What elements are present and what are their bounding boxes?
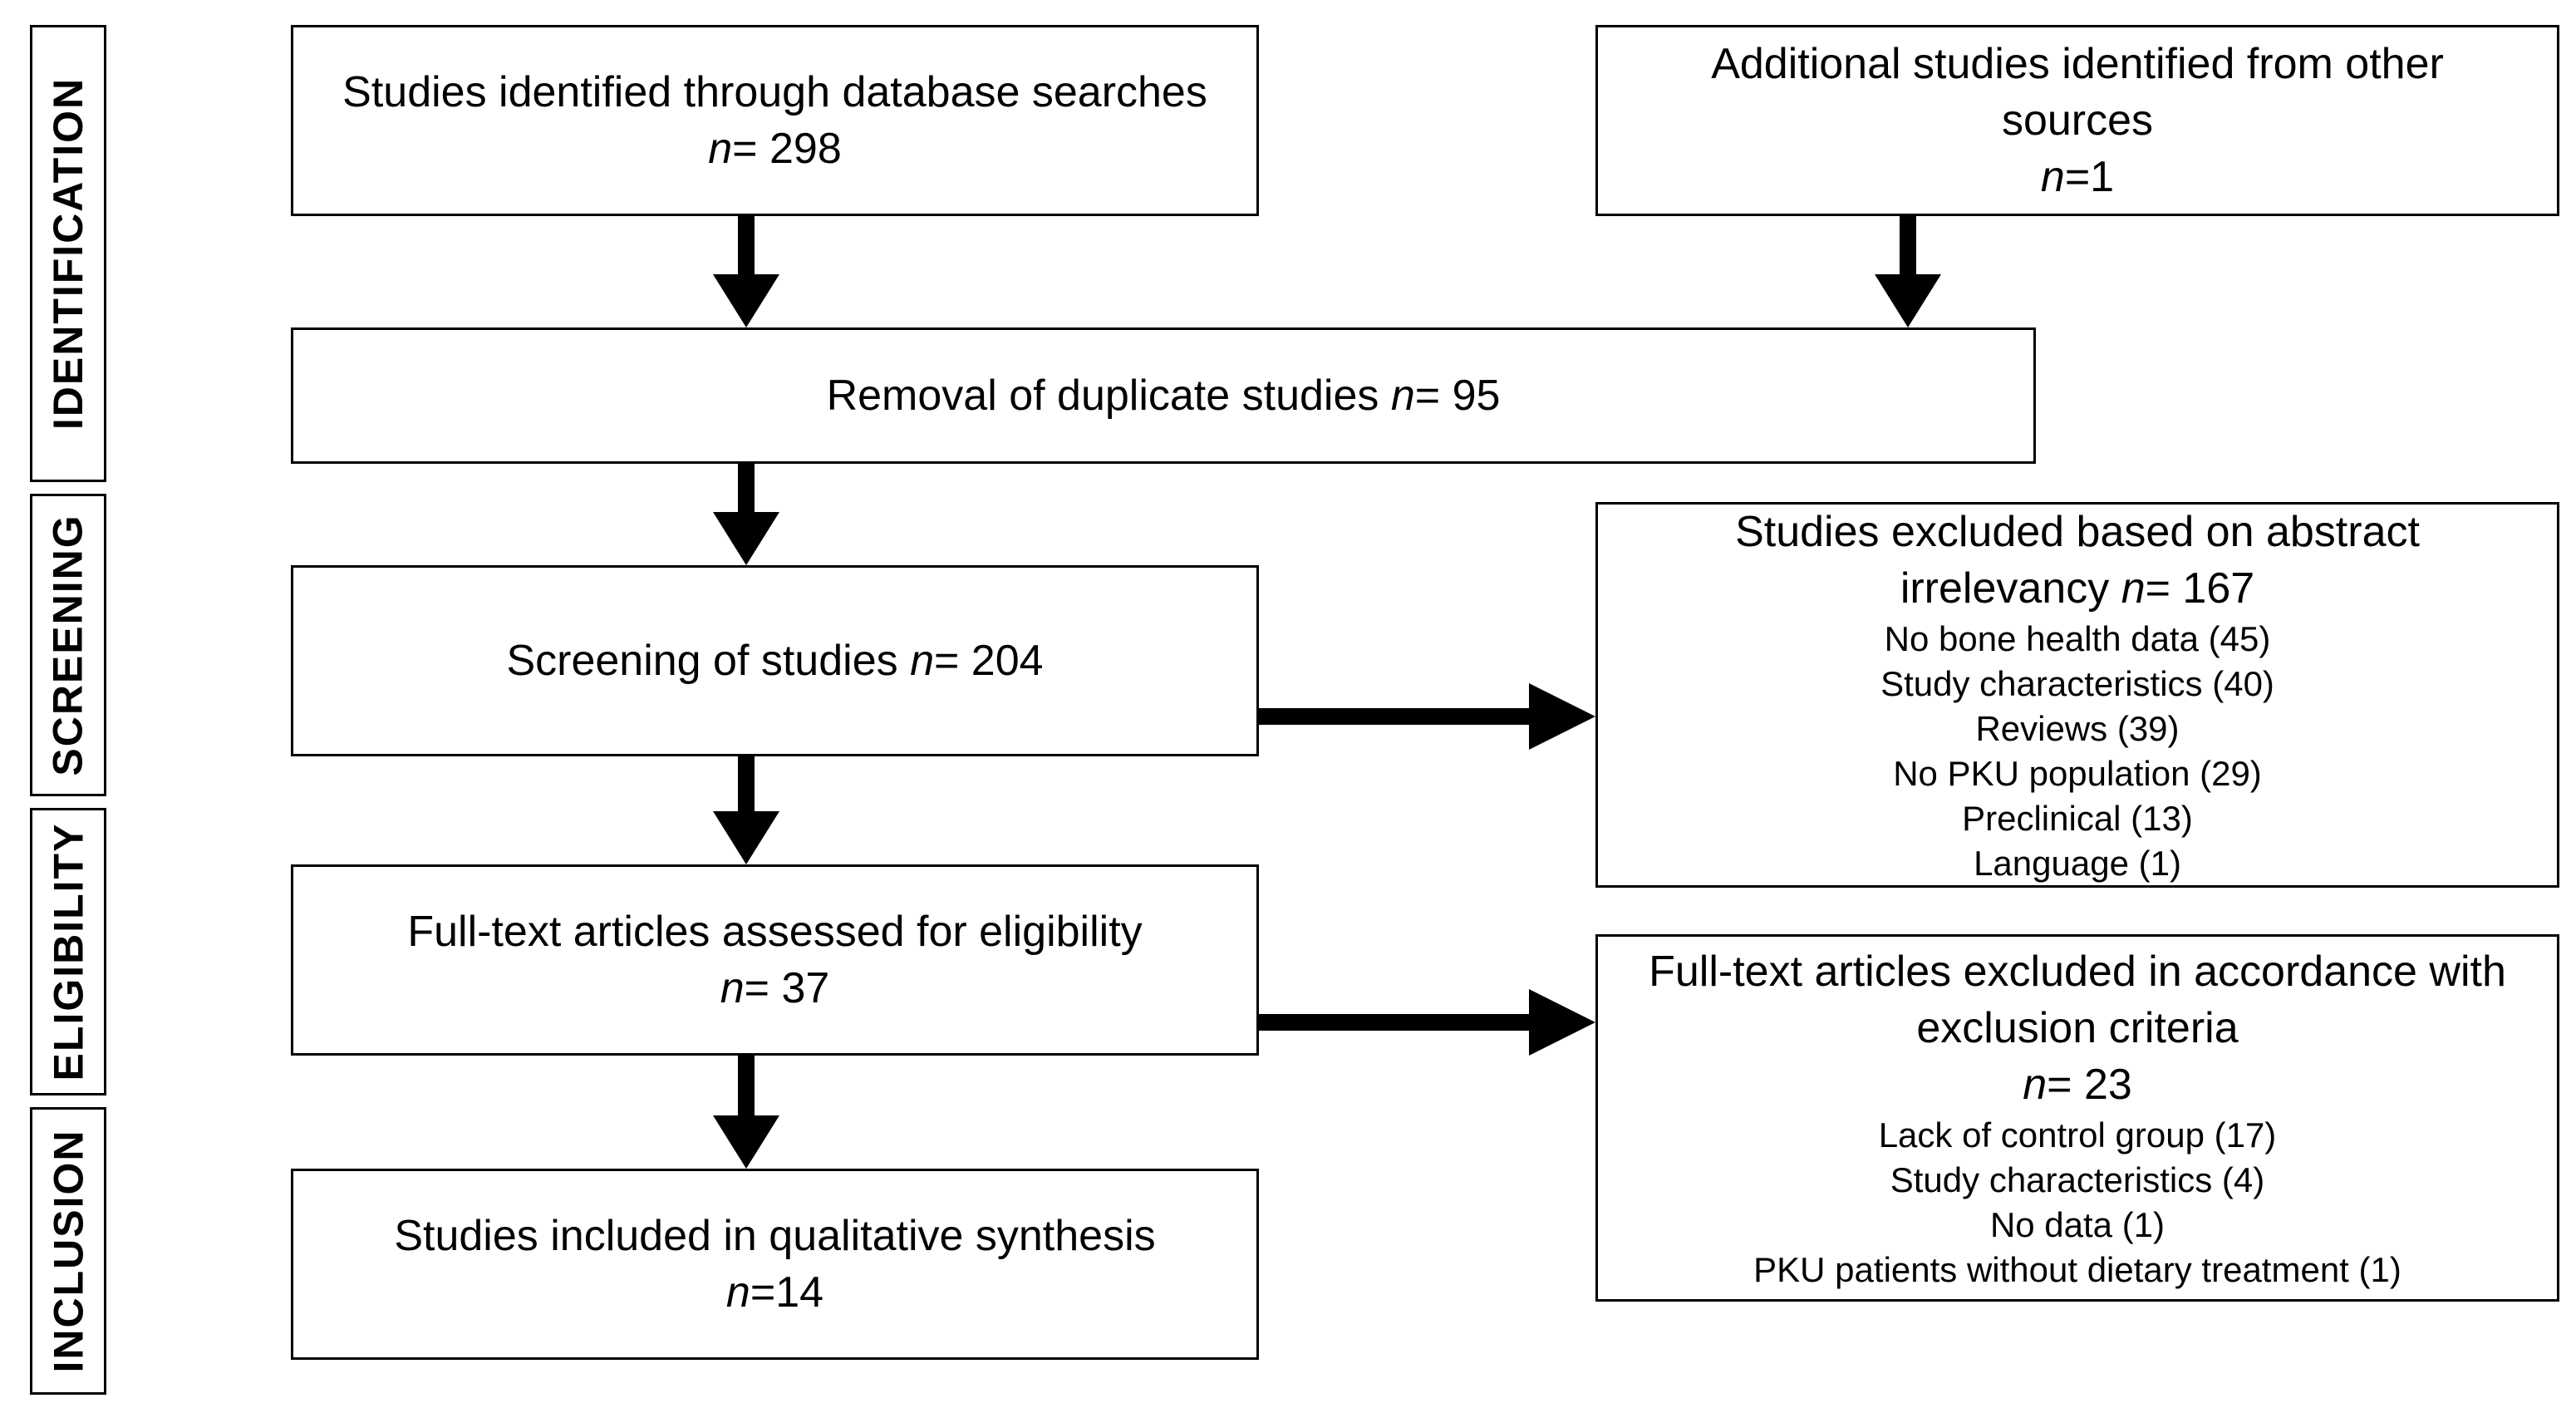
phase-inclusion: INCLUSION <box>30 1107 106 1395</box>
arrow-other-to-duplicates <box>1875 216 1941 327</box>
fulltext-excluded-count: n= 23 <box>2023 1061 2132 1109</box>
fulltext-reason: Study characteristics (4) <box>1890 1160 2265 1199</box>
abstract-excluded-title: Studies excluded based on abstract <box>1735 508 2420 556</box>
screening-text: Screening of studies n= 204 <box>506 637 1044 685</box>
fulltext-excluded-box: Full-text articles excluded in accordanc… <box>1595 934 2559 1302</box>
duplicates-text: Removal of duplicate studies n= 95 <box>826 372 1501 420</box>
fulltext-reason: PKU patients without dietary treatment (… <box>1753 1250 2401 1289</box>
phase-identification: IDENTIFICATION <box>30 25 106 482</box>
abstract-reason: Language (1) <box>1974 844 2181 883</box>
abstract-reason: Preclinical (13) <box>1962 799 2193 838</box>
screening-box: Screening of studies n= 204 <box>291 565 1259 756</box>
database-search-text: Studies identified through database sear… <box>342 68 1207 116</box>
abstract-reason: No bone health data (45) <box>1884 619 2271 658</box>
included-count: n=14 <box>725 1268 824 1317</box>
fulltext-count: n= 37 <box>720 964 830 1012</box>
arrow-duplicates-to-screening <box>713 464 779 565</box>
other-sources-text: Additional studies identified from other <box>1711 40 2444 88</box>
phase-screening: SCREENING <box>30 494 106 796</box>
abstract-excluded-count: irrelevancy n= 167 <box>1900 564 2255 613</box>
abstract-excluded-box: Studies excluded based on abstract irrel… <box>1595 502 2559 888</box>
fulltext-text: Full-text articles assessed for eligibil… <box>407 908 1143 956</box>
other-sources-box: Additional studies identified from other… <box>1595 25 2559 216</box>
arrow-database-to-duplicates <box>713 216 779 327</box>
arrow-fulltext-to-included <box>713 1056 779 1169</box>
fulltext-excluded-title: Full-text articles excluded in accordanc… <box>1649 948 2506 996</box>
duplicates-box: Removal of duplicate studies n= 95 <box>291 327 2036 464</box>
database-search-count: n= 298 <box>708 125 842 173</box>
database-search-box: Studies identified through database sear… <box>291 25 1259 216</box>
fulltext-reason: No data (1) <box>1989 1205 2166 1244</box>
fulltext-excluded-title-2: exclusion criteria <box>1916 1004 2239 1052</box>
arrow-screening-to-fulltext <box>713 756 779 864</box>
abstract-reason: Reviews (39) <box>1975 709 2180 748</box>
included-box: Studies included in qualitative synthesi… <box>291 1169 1259 1360</box>
included-text: Studies included in qualitative synthesi… <box>394 1212 1156 1260</box>
arrow-fulltext-to-fulltext-excluded <box>1259 989 1595 1056</box>
fulltext-reason: Lack of control group (17) <box>1878 1115 2277 1155</box>
fulltext-box: Full-text articles assessed for eligibil… <box>291 864 1259 1056</box>
abstract-reason: Study characteristics (40) <box>1880 664 2274 703</box>
abstract-reason: No PKU population (29) <box>1893 754 2262 793</box>
other-sources-text-2: sources <box>2001 96 2154 145</box>
arrow-screening-to-abstract-excluded <box>1259 683 1595 750</box>
phase-eligibility: ELIGIBILITY <box>30 808 106 1095</box>
other-sources-count: n=1 <box>2040 153 2115 201</box>
